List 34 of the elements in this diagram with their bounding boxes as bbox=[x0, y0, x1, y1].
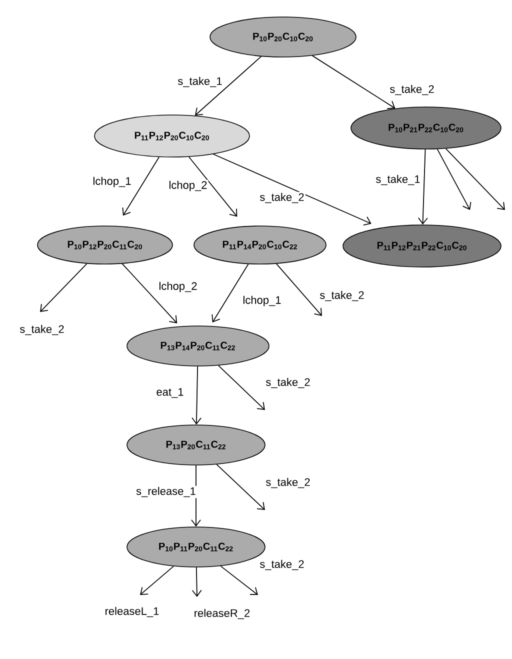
edge-label: lchop_1 bbox=[242, 294, 282, 308]
arrow bbox=[436, 148, 472, 210]
edge-label: s_release_1 bbox=[135, 486, 197, 498]
edge-label: s_take_2 bbox=[264, 376, 312, 390]
arrow bbox=[122, 156, 160, 216]
edge-label: s_take_2 bbox=[18, 324, 66, 336]
arrow bbox=[312, 55, 396, 110]
edge-label: s_take_2 bbox=[264, 476, 312, 490]
arrow bbox=[445, 148, 505, 210]
edge-label: s_take_2 bbox=[258, 192, 306, 204]
arrow bbox=[192, 366, 202, 425]
edge-label: s_take_1 bbox=[176, 76, 224, 88]
arrow bbox=[122, 263, 178, 324]
arrow bbox=[418, 148, 428, 225]
arrow bbox=[216, 464, 265, 510]
edge-label: s_take_1 bbox=[374, 174, 422, 186]
edge-label: eat_1 bbox=[155, 387, 185, 399]
arrow bbox=[220, 566, 258, 595]
edge-label: releaseR_2 bbox=[192, 608, 252, 620]
edge-label: s_take_2 bbox=[388, 84, 436, 96]
arrow bbox=[188, 156, 238, 217]
arrow bbox=[40, 263, 88, 312]
arrow bbox=[212, 154, 372, 226]
edge-label: lchop_2 bbox=[158, 280, 198, 294]
edge-label: s_take_2 bbox=[318, 290, 366, 302]
arrow bbox=[212, 264, 249, 322]
arrow bbox=[192, 566, 202, 597]
arrow bbox=[218, 365, 265, 410]
arrow bbox=[276, 263, 322, 316]
arrow bbox=[194, 56, 262, 116]
edge-label: lchop_2 bbox=[168, 180, 208, 192]
edge-label: releaseL_1 bbox=[104, 606, 160, 618]
arrow bbox=[140, 566, 174, 595]
edge-label: lchop_1 bbox=[92, 176, 132, 188]
